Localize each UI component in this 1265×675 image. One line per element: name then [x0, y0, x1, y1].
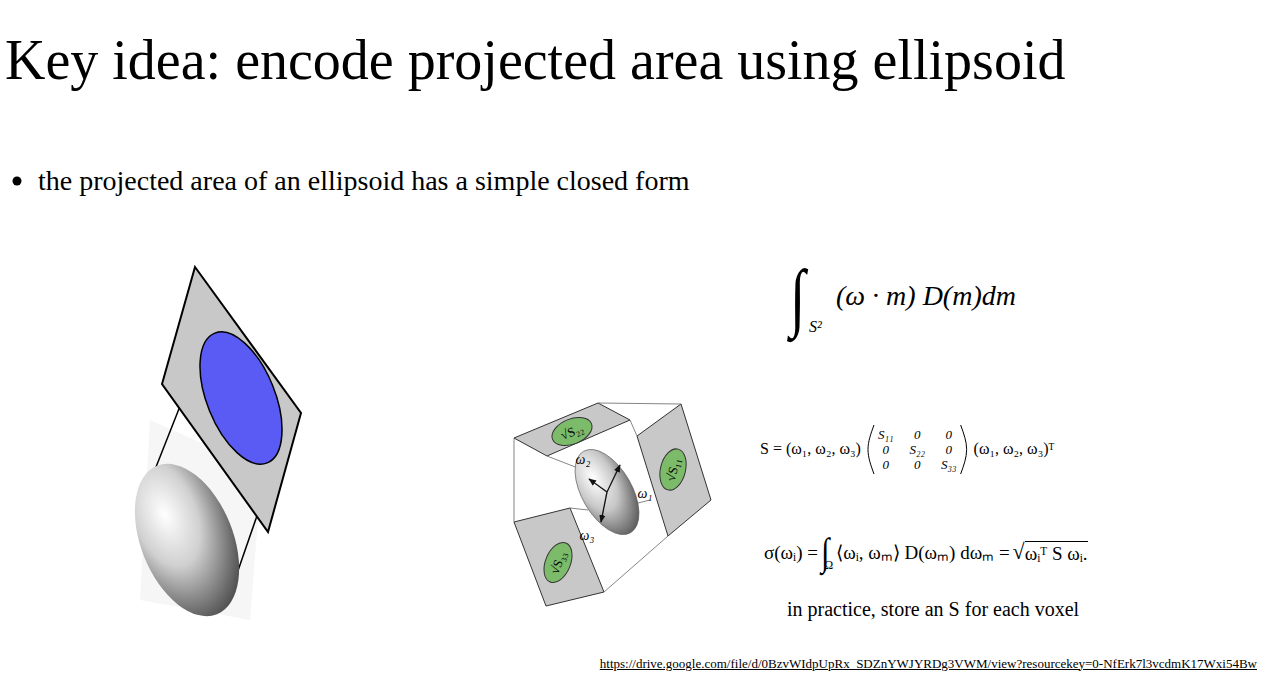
projection-plane — [514, 403, 630, 456]
matrix-cell: 0 — [946, 443, 953, 456]
projected-ellipse — [183, 320, 298, 475]
formula-text: in practice, store an S for each voxel — [787, 599, 1079, 619]
formula-text: √ — [1013, 541, 1025, 563]
matrix-cell: 0 — [946, 428, 953, 441]
formula-text: S² — [809, 319, 822, 335]
bullet — [13, 177, 22, 186]
ellipsoid — [562, 439, 652, 545]
formula-text: ω₁ — [638, 487, 653, 501]
label-group: ω₂ — [576, 453, 591, 467]
axis-extent-label: √S₃₃ — [548, 549, 569, 576]
matrix-cell: 0 — [914, 458, 921, 471]
axis-arrow — [601, 492, 607, 522]
axis-extent-label: √S₁₁ — [664, 456, 682, 482]
construction-lines — [514, 403, 681, 592]
axis-arrow — [589, 479, 607, 492]
source-link: https://drive.google.com/file/d/0BzvWIdp… — [600, 657, 1257, 670]
formula-text: the projected area of an ellipsoid has a… — [38, 167, 690, 195]
formula-text: ω₃ — [580, 529, 595, 543]
formula-text: ω₂ — [576, 453, 591, 467]
right-paren — [961, 425, 967, 474]
matrix-cell: 0 — [882, 458, 889, 471]
label-group: S² — [809, 319, 822, 335]
label-group: S = (ω₁, ω₂, ω₃)S₁₁000S₂₂000S₃₃(ω₁, ω₂, … — [760, 425, 1054, 474]
formula-text: ⟨ωᵢ, ωₘ⟩ D(ωₘ) dωₘ = — [836, 543, 1009, 562]
projection-plane — [637, 404, 711, 536]
label-group: (ω · m) D(m)dm — [836, 282, 1016, 310]
construction-line — [514, 438, 515, 522]
matrix: S₁₁000S₂₂000S₃₃ — [866, 425, 969, 474]
formula-text: Ω — [824, 559, 833, 571]
formula-text: σ(ωᵢ) = — [764, 543, 818, 562]
green-ellipse — [656, 446, 690, 493]
label-group: ∫ — [790, 268, 805, 324]
formula-text: ωᵢᵀ S ωᵢ. — [1025, 541, 1088, 563]
green-ellipse — [539, 538, 578, 586]
projection-ellipse: √S₂₂ — [547, 410, 598, 452]
formula-text: (ω · m) D(m)dm — [836, 282, 1016, 310]
formula-text: ∫ — [790, 258, 805, 334]
ellipsoid — [114, 449, 259, 632]
matrix-cell: S₂₂ — [909, 443, 925, 456]
matrix-cell: 0 — [882, 443, 889, 456]
left-paren — [868, 425, 874, 474]
matrix-cell: S₃₃ — [941, 458, 957, 471]
label-group: the projected area of an ellipsoid has a… — [38, 167, 690, 195]
slide-title: Key idea: encode projected area using el… — [5, 32, 1065, 88]
label-group: https://drive.google.com/file/d/0BzvWIdp… — [600, 657, 1257, 670]
axis-arrow — [607, 465, 620, 492]
label-group: ω₁ — [638, 487, 653, 501]
green-ellipse — [548, 412, 596, 451]
projection-plane — [514, 508, 604, 606]
axis-extent-label: √S₂₂ — [559, 421, 586, 442]
matrix-cell: 0 — [914, 428, 921, 441]
label-group: in practice, store an S for each voxel — [787, 599, 1079, 619]
construction-line — [604, 536, 668, 592]
construction-line — [598, 403, 681, 404]
label-group: ω₃ — [580, 529, 595, 543]
matrix-cell: S₁₁ — [878, 428, 894, 441]
construction-line — [630, 420, 637, 436]
formula-text: S = (ω₁, ω₂, ω₃) — [760, 441, 861, 457]
label-group: σ(ωᵢ) =∫Ω⟨ωᵢ, ωₘ⟩ D(ωₘ) dωₘ =√ωᵢᵀ S ωᵢ. — [764, 533, 1088, 571]
construction-line — [570, 508, 588, 510]
formula-text: (ω₁, ω₂, ω₃)ᵀ — [974, 441, 1055, 457]
